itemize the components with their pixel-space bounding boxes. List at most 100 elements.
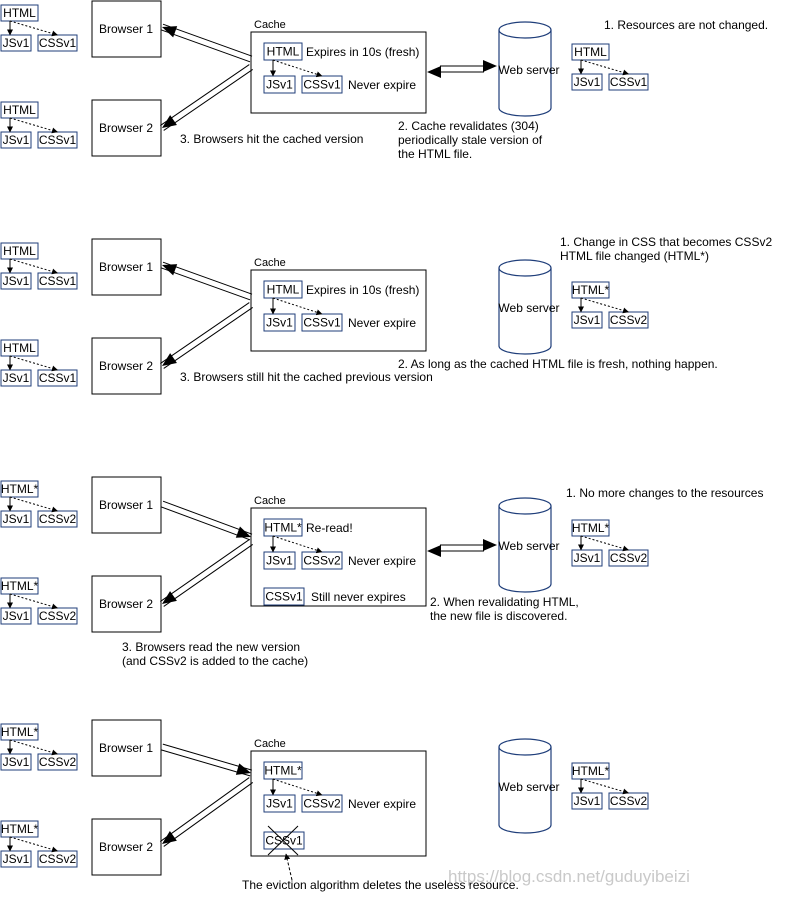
- arrow-browser-1-cache-rail-a: [160, 29, 251, 63]
- web-server: Web server: [498, 259, 560, 355]
- panel-4-cache-js-file-label: JSv1: [266, 797, 293, 811]
- browser-2: Browser 2: [91, 818, 162, 876]
- browser-1: Browser 1: [91, 476, 162, 534]
- panel-2-server-js-file: JSv1: [571, 311, 603, 329]
- panel-2-browser-2-link-css: [9, 355, 58, 372]
- panel-4-server-js-file: JSv1: [571, 792, 603, 810]
- arrow-browser-1-cache: [160, 261, 253, 301]
- panel-1-cache-html-file: HTML: [263, 42, 303, 61]
- panel-3-note-3: the new file is discovered.: [430, 609, 567, 623]
- arrow-cache-browser-2-arrowhead: [162, 830, 177, 844]
- panel-2-cache-css-file: CSSv1: [301, 313, 343, 332]
- arrow-cache-browser-2: [160, 64, 253, 131]
- panel-2-server-css-file: CSSv2: [608, 311, 649, 329]
- arrow-browser-1-cache-rail-b: [162, 500, 253, 535]
- arrow-cache-browser-2-rail-b: [163, 544, 254, 607]
- panel-4-server-css-file: CSSv2: [608, 792, 649, 810]
- cache-expiry-note: Expires in 10s (fresh): [306, 45, 419, 59]
- panel-3-server-link-css: [580, 535, 629, 552]
- arrow-to-server-head: [483, 539, 497, 551]
- watermark-text: https://blog.csdn.net/guduyibeizi: [448, 867, 690, 886]
- panel-3-browser-1-js-file-label: JSv1: [3, 512, 30, 526]
- panel-2-browser-1-html-file-label: HTML: [3, 244, 36, 258]
- panel-1-browser-1-html-file-label: HTML: [3, 6, 36, 20]
- browser-2-label: Browser 2: [99, 597, 153, 611]
- panel-1-note-2: 2. Cache revalidates (304): [398, 119, 539, 133]
- cache-old-css-file-label: CSSv1: [265, 590, 303, 604]
- panel-4-server-js-file-label: JSv1: [574, 794, 601, 808]
- arrow-browser-1-cache-rail-a: [160, 267, 251, 301]
- panel-1-browser-1-js-file: JSv1: [0, 34, 32, 52]
- browser-1-label: Browser 1: [99, 260, 153, 274]
- panel-3-cache-html-file-label: HTML*: [264, 521, 302, 535]
- panel-2-server-link-css: [580, 297, 629, 314]
- cache-label: Cache: [254, 257, 286, 269]
- panel-4-browser-1-link-css: [9, 739, 58, 756]
- panel-4-browser-1-css-file-label: CSSv2: [39, 755, 77, 769]
- panel-1-browser-2-js-file: JSv1: [0, 131, 32, 149]
- browser-2: Browser 2: [91, 99, 162, 157]
- cache-never-expire-note: Never expire: [348, 554, 416, 568]
- panel-3-cache-js-file: JSv1: [263, 551, 296, 570]
- panel-1-browser-2-html-file-label: HTML: [3, 103, 36, 117]
- arrow-cache-browser-2-arrowhead: [162, 353, 177, 366]
- arrow-browser-1-cache-rail-b: [162, 743, 252, 771]
- panel-2-cache-resources: HTML JSv1 CSSv1: [263, 280, 343, 332]
- browser-1-box: [91, 238, 162, 296]
- panel-1-note-5: 3. Browsers hit the cached version: [180, 132, 363, 146]
- panel-2-server-html-file: HTML*: [571, 281, 610, 299]
- browser-2-box: [91, 337, 162, 395]
- panel-3-browser-2-js-file-label: JSv1: [3, 609, 30, 623]
- arrow-browser-1-cache-arrowhead: [162, 264, 178, 276]
- panel-2: HTML JSv1 CSSv1 HTML JSv1 CSSv1 Browser 1 Brows…: [0, 235, 772, 395]
- panel-4-browser-1-css-file: CSSv2: [37, 753, 78, 771]
- panel-2-server-html-file-label: HTML*: [572, 283, 610, 297]
- browser-2-label: Browser 2: [99, 359, 153, 373]
- panel-3-cache-js-file-label: JSv1: [266, 554, 293, 568]
- arrow-browser-1-cache-rail-a: [161, 749, 251, 777]
- panel-3-browser-2-html-file: HTML*: [0, 577, 39, 595]
- cache-old-css-file: CSSv1: [263, 587, 305, 606]
- panel-4-browser-2-link-css: [9, 836, 58, 853]
- eviction-pointer: [284, 853, 293, 881]
- panel-2-note-3: 2. As long as the cached HTML file is fr…: [398, 357, 718, 371]
- arrow-cache-browser-2-rail-a: [160, 64, 250, 126]
- panel-3-browser-1-css-file-label: CSSv2: [39, 512, 77, 526]
- panel-1-server-js-file-label: JSv1: [574, 75, 601, 89]
- panel-1-browser-1-link-css: [9, 20, 58, 37]
- panel-2-browser-1-css-file-label: CSSv1: [39, 274, 77, 288]
- panel-2-cache-html-file: HTML: [263, 280, 303, 299]
- panel-2-note-2: HTML file changed (HTML*): [560, 249, 709, 263]
- panel-2-server-js-file-label: JSv1: [574, 313, 601, 327]
- panel-3-server-js-file: JSv1: [571, 549, 603, 567]
- panel-1-note-1: 1. Resources are not changed.: [604, 18, 768, 32]
- panel-4-browser-2-css-file: CSSv2: [37, 850, 78, 868]
- panel-3-note-1: 1. No more changes to the resources: [566, 486, 763, 500]
- browser-1: Browser 1: [91, 0, 162, 58]
- web-server: Web server: [498, 738, 560, 834]
- panel-2-note-4: 3. Browsers still hit the cached previou…: [180, 370, 433, 384]
- panel-1-notes: 1. Resources are not changed. 2. Cache re…: [180, 18, 768, 161]
- panel-2-browser-1-html-file: HTML: [0, 242, 39, 260]
- panel-3-note-2: 2. When revalidating HTML,: [430, 595, 579, 609]
- panel-1-server-html-file: HTML: [571, 43, 610, 61]
- arrow-cache-browser-2-rail-b: [163, 69, 253, 131]
- arrow-browser-1-cache-arrowhead: [235, 763, 251, 775]
- arrow-cache-browser-2: [159, 539, 254, 607]
- browser-2-box: [91, 99, 162, 157]
- panel-2-cache-js-file: JSv1: [263, 313, 296, 332]
- panel-4-note-1: The eviction algorithm deletes the usele…: [242, 878, 519, 892]
- panel-4-cache-html-file: HTML*: [263, 761, 303, 780]
- cache-label: Cache: [254, 738, 286, 750]
